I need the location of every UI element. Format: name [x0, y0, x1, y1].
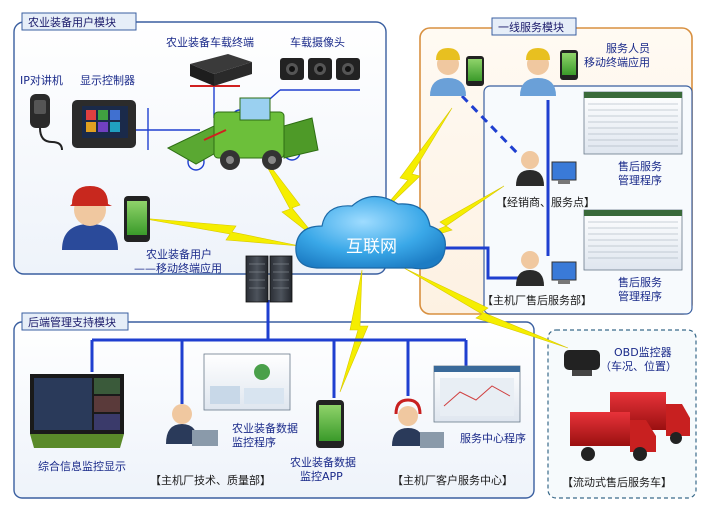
- computer-user-icon: [166, 404, 218, 446]
- agri-user-label-line1: 农业装备用户: [146, 247, 212, 261]
- terminal-box-icon: [190, 54, 252, 86]
- server-rack-icon: [245, 255, 293, 303]
- agri-user-module-title: 农业装备用户模块: [28, 15, 116, 29]
- lightning-icon: [403, 267, 569, 349]
- cloud-icon: [295, 195, 446, 270]
- computer-user-icon: [516, 251, 577, 286]
- oem-aftersales-label: 【主机厂售后服务部】: [482, 293, 592, 307]
- user-avatar-icon: [62, 186, 118, 250]
- monitor-app-line2: 监控APP: [300, 469, 343, 483]
- mobile-service-vehicle-label: 【流动式售后服务车】: [562, 475, 672, 489]
- aftersales-program-1-line1: 售后服务: [618, 159, 662, 173]
- phone-icon: [124, 196, 150, 242]
- obd-label-line1: OBD监控器: [614, 345, 672, 359]
- video-wall-icon: [30, 374, 124, 448]
- agri-user-label-line2: ——移动终端应用: [134, 261, 222, 275]
- monitor-screen-icon: [583, 91, 683, 155]
- headset-operator-icon: [392, 398, 444, 448]
- monitor-screen-icon: [203, 353, 291, 411]
- phone-icon: [316, 400, 344, 448]
- camera-icon: [280, 58, 360, 80]
- service-staff-icon: [520, 48, 578, 96]
- agri-user-module-tab: [21, 12, 137, 31]
- service-staff-label-line2: 移动终端应用: [584, 55, 650, 69]
- aftersales-program-2-line2: 管理程序: [618, 289, 662, 303]
- computer-user-icon: [516, 151, 577, 186]
- service-staff-icon: [430, 48, 484, 96]
- monitor-screen-icon: [583, 209, 683, 271]
- aftersales-program-2-line1: 售后服务: [618, 275, 662, 289]
- obd-label-line2: （车况、位置）: [600, 359, 677, 373]
- harvester-icon: [166, 97, 319, 170]
- vehicle-terminal-label: 农业装备车载终端: [166, 35, 254, 49]
- backend-support-title: 后端管理支持模块: [28, 315, 116, 329]
- intercom-icon: [30, 94, 63, 151]
- monitor-program-line1: 农业装备数据: [232, 421, 298, 435]
- ip-intercom-label: IP对讲机: [20, 73, 63, 87]
- service-truck-icon: [570, 392, 690, 461]
- frontline-service-title: 一线服务模块: [498, 20, 564, 34]
- display-controller-icon: [72, 100, 136, 148]
- obd-device-icon: [564, 350, 600, 376]
- backend-support-tab: [21, 312, 129, 331]
- internet-label: 互联网: [346, 237, 397, 257]
- frontline-service-tab: [491, 17, 577, 36]
- lightning-group: [139, 107, 569, 393]
- service-staff-label-line1: 服务人员: [606, 42, 650, 55]
- vehicle-camera-label: 车载摄像头: [290, 35, 345, 49]
- oem-customer-service-label: 【主机厂客户服务中心】: [392, 473, 513, 487]
- integrated-display-label: 综合信息监控显示: [38, 459, 126, 473]
- display-controller-label: 显示控制器: [80, 73, 135, 87]
- lightning-icon: [339, 269, 369, 393]
- service-center-program-label: 服务中心程序: [460, 431, 526, 445]
- connection-lines: [90, 100, 550, 404]
- monitor-app-line1: 农业装备数据: [290, 455, 356, 469]
- dealer-label: 【经销商、服务点】: [496, 195, 595, 209]
- aftersales-program-1-line2: 管理程序: [618, 173, 662, 187]
- monitor-screen-icon: [433, 365, 521, 423]
- oem-tech-quality-label: 【主机厂技术、质量部】: [150, 473, 271, 487]
- monitor-program-line2: 监控程序: [232, 435, 276, 449]
